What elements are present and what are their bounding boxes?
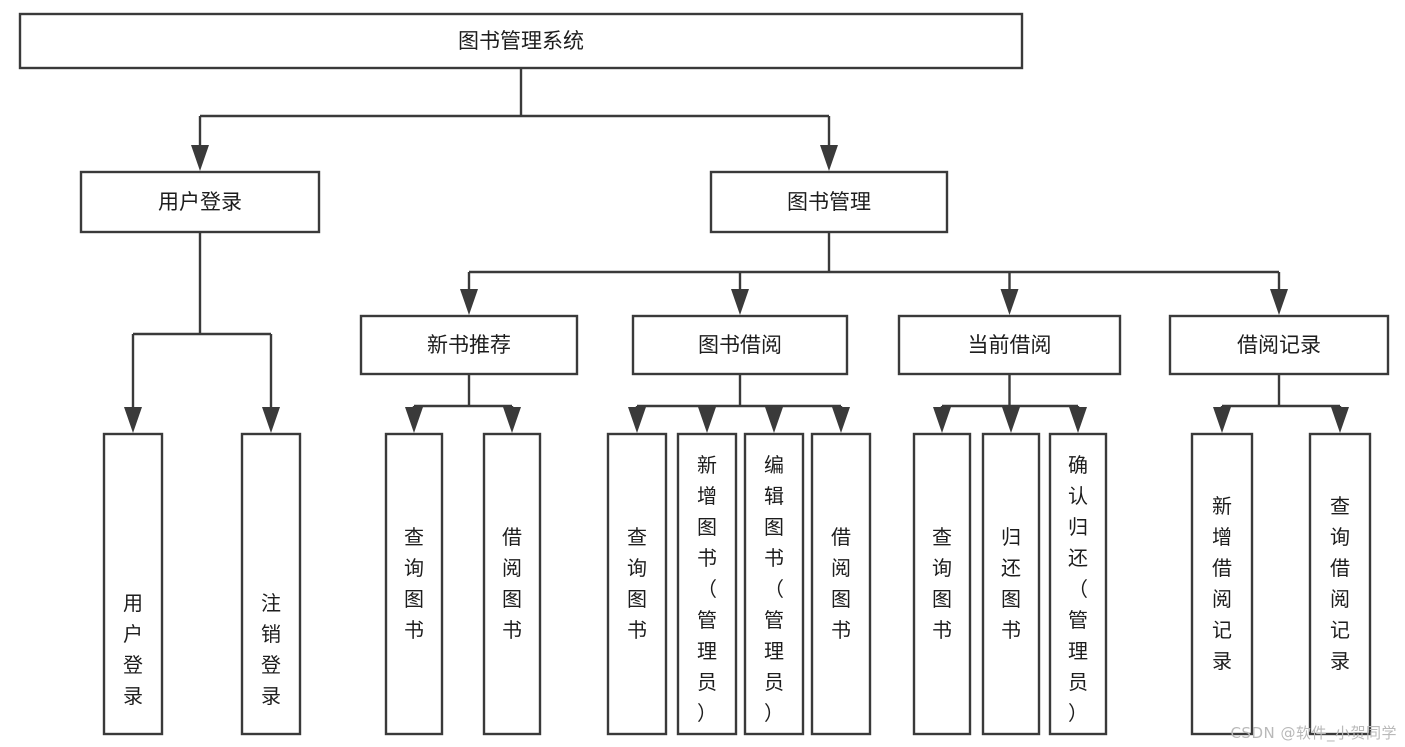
node-leaf-query-record[interactable]: 查询借阅记录 [1308,432,1372,736]
node-leaf-query-book-1[interactable]: 查询图书 [384,432,444,736]
connector-group-root [191,68,838,171]
node-label-leaf-user-login: 用户登录 [123,591,143,708]
node-label-user-login: 用户登录 [158,190,242,214]
node-box-user-login [79,170,321,234]
node-label-leaf-add-record: 新增借阅记录 [1212,494,1232,673]
node-user-login[interactable]: 用户登录 [79,170,321,234]
node-root[interactable]: 图书管理系统 [18,12,1024,70]
node-box-leaf-edit-book [743,432,805,736]
node-box-current-borrow [897,314,1122,376]
node-book-borrow[interactable]: 图书借阅 [631,314,849,376]
node-box-book-manage [709,170,949,234]
node-current-borrow[interactable]: 当前借阅 [897,314,1122,376]
node-leaf-add-book[interactable]: 新增图书（管理员） [676,432,738,736]
connector-group-book-borrow [628,374,850,433]
node-box-leaf-query-book-3 [912,432,972,736]
node-label-leaf-query-record: 查询借阅记录 [1330,494,1350,673]
node-box-leaf-return-book [981,432,1041,736]
node-box-borrow-record [1168,314,1390,376]
node-label-leaf-borrow-book-2: 借阅图书 [831,525,851,642]
node-label-leaf-return-book: 归还图书 [1001,525,1021,642]
node-box-leaf-user-logout [240,432,302,736]
node-label-borrow-record: 借阅记录 [1237,333,1321,357]
node-label-root: 图书管理系统 [458,29,584,53]
node-box-leaf-add-book [676,432,738,736]
node-label-leaf-edit-book: 编辑图书（管理员） [764,453,784,725]
node-leaf-query-book-3[interactable]: 查询图书 [912,432,972,736]
node-box-leaf-borrow-book-1 [482,432,542,736]
node-label-leaf-add-book: 新增图书（管理员） [697,453,717,725]
nodes-layer: 图书管理系统用户登录图书管理新书推荐图书借阅当前借阅借阅记录用户登录注销登录查询… [18,12,1390,736]
node-label-leaf-query-book-1: 查询图书 [404,525,424,642]
node-label-leaf-confirm-return: 确认归还（管理员） [1068,453,1088,725]
node-box-root [18,12,1024,70]
node-label-current-borrow: 当前借阅 [968,333,1052,357]
connector-group-current-borrow [933,374,1087,433]
node-leaf-borrow-book-2[interactable]: 借阅图书 [810,432,872,736]
node-label-book-borrow: 图书借阅 [698,333,782,357]
edges-layer [124,68,1349,433]
node-label-book-manage: 图书管理 [787,190,871,214]
node-leaf-user-logout[interactable]: 注销登录 [240,432,302,736]
connector-group-new-book-rec [405,374,521,433]
connector-group-user-login [124,232,280,433]
node-new-book-rec[interactable]: 新书推荐 [359,314,579,376]
node-box-leaf-query-book-2 [606,432,668,736]
node-box-leaf-borrow-book-2 [810,432,872,736]
node-box-leaf-confirm-return [1048,432,1108,736]
node-leaf-return-book[interactable]: 归还图书 [981,432,1041,736]
node-label-leaf-borrow-book-1: 借阅图书 [502,525,522,642]
node-leaf-edit-book[interactable]: 编辑图书（管理员） [743,432,805,736]
node-leaf-add-record[interactable]: 新增借阅记录 [1190,432,1254,736]
node-label-leaf-user-logout: 注销登录 [261,591,281,708]
node-leaf-confirm-return[interactable]: 确认归还（管理员） [1048,432,1108,736]
node-leaf-user-login[interactable]: 用户登录 [102,432,164,736]
node-box-book-borrow [631,314,849,376]
node-box-leaf-query-book-1 [384,432,444,736]
node-label-leaf-query-book-3: 查询图书 [932,525,952,642]
node-leaf-query-book-2[interactable]: 查询图书 [606,432,668,736]
node-box-leaf-user-login [102,432,164,736]
node-box-leaf-add-record [1190,432,1254,736]
connector-group-book-manage [460,232,1288,315]
node-book-manage[interactable]: 图书管理 [709,170,949,234]
csdn-watermark: CSDN @软件_小贺同学 [1230,724,1397,742]
node-box-leaf-query-record [1308,432,1372,736]
node-label-leaf-query-book-2: 查询图书 [627,525,647,642]
node-borrow-record[interactable]: 借阅记录 [1168,314,1390,376]
node-leaf-borrow-book-1[interactable]: 借阅图书 [482,432,542,736]
node-label-new-book-rec: 新书推荐 [427,333,511,357]
node-box-new-book-rec [359,314,579,376]
connector-group-borrow-record [1213,374,1349,433]
